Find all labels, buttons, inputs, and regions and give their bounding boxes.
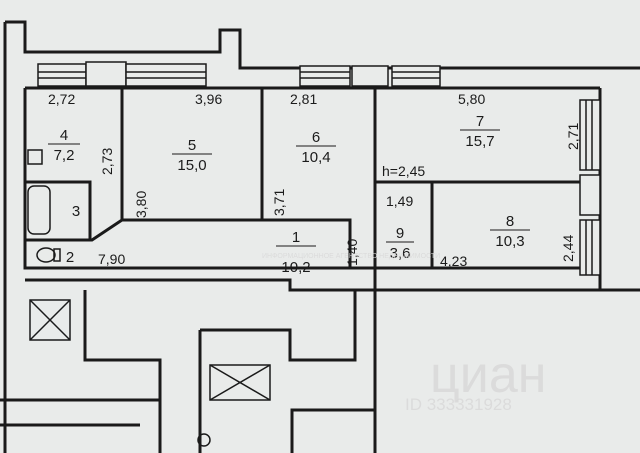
room-4-number: 4 bbox=[60, 127, 68, 144]
toilet-icon bbox=[36, 247, 56, 263]
dim-hall-side: 1,40 bbox=[344, 239, 360, 266]
windows bbox=[37, 61, 601, 276]
dim-r4-side: 2,73 bbox=[99, 148, 115, 175]
dim-r8-bottom: 4,23 bbox=[440, 253, 467, 269]
room-labels: 4 7,2 5 15,0 6 10,4 7 15,7 8 10,3 9 3,6 … bbox=[48, 113, 530, 276]
sink-icon bbox=[27, 149, 43, 165]
dimension-labels: 2,72 3,96 2,81 5,80 2,73 3,80 3,71 2,71 … bbox=[48, 91, 581, 269]
dim-r6-side: 3,71 bbox=[271, 189, 287, 216]
ceiling-height: h=2,45 bbox=[382, 163, 425, 179]
room-7-area: 15,7 bbox=[465, 133, 494, 150]
room-3-number: 3 bbox=[72, 203, 80, 220]
room-5-number: 5 bbox=[188, 137, 196, 154]
listing-id-watermark: ID 333331928 bbox=[405, 395, 512, 414]
dim-r9-top: 1,49 bbox=[386, 193, 413, 209]
dim-r7-top: 5,80 bbox=[458, 91, 485, 107]
room-9-area: 3,6 bbox=[390, 245, 411, 262]
dim-r5-top: 3,96 bbox=[195, 91, 222, 107]
bathtub-icon bbox=[27, 185, 51, 235]
dim-r6-top: 2,81 bbox=[290, 91, 317, 107]
room-1-number: 1 bbox=[292, 229, 300, 246]
walls bbox=[0, 20, 640, 453]
room-8-area: 10,3 bbox=[495, 233, 524, 250]
elevator-shaft-icon bbox=[209, 364, 271, 401]
agency-watermark: ИНФОРМАЦИОННОЕ АГЕНТСТВО НЕДВИЖИМОСТИ bbox=[262, 253, 440, 260]
dim-r5-side: 3,80 bbox=[133, 191, 149, 218]
room-4-area: 7,2 bbox=[54, 147, 75, 164]
dim-r8-side: 2,44 bbox=[560, 235, 576, 262]
room-2-number: 2 bbox=[66, 249, 74, 266]
room-6-number: 6 bbox=[312, 129, 320, 146]
room-8-number: 8 bbox=[506, 213, 514, 230]
room-1-area: 10,2 bbox=[281, 259, 310, 276]
dim-r7-side: 2,71 bbox=[565, 123, 581, 150]
elevator-shaft-icon bbox=[29, 299, 71, 341]
room-5-area: 15,0 bbox=[177, 157, 206, 174]
dim-r4-top: 2,72 bbox=[48, 91, 75, 107]
fixtures bbox=[27, 149, 271, 447]
dim-hall-length: 7,90 bbox=[98, 251, 125, 267]
watermarks: ИНФОРМАЦИОННОЕ АГЕНТСТВО НЕДВИЖИМОСТИ ци… bbox=[262, 253, 546, 414]
room-7-number: 7 bbox=[476, 113, 484, 130]
room-9-number: 9 bbox=[396, 225, 404, 242]
room-6-area: 10,4 bbox=[301, 149, 330, 166]
site-brand-watermark: циан bbox=[430, 346, 546, 404]
